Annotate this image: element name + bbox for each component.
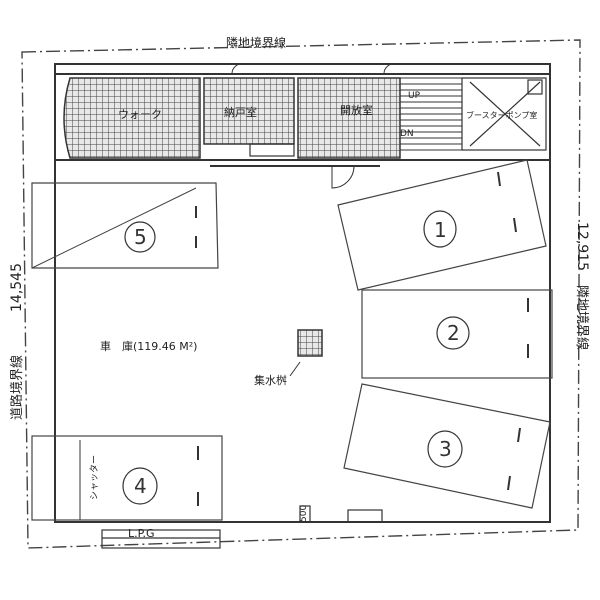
- parking-number-2: 2: [447, 321, 460, 345]
- booster-pump-label: ブースターポンプ室: [466, 110, 537, 120]
- bottom-fixtures: [101, 505, 383, 549]
- left-boundary-label: 道路境界線: [9, 355, 25, 420]
- parking-space-2: [361, 289, 553, 379]
- storage-b-label: 開放室: [340, 103, 373, 117]
- gutter-dimension: 500: [299, 505, 309, 522]
- drain-label: 集水桝: [254, 373, 287, 387]
- storage-a-label: 納戸室: [224, 105, 257, 119]
- left-dimension: 14,545: [9, 263, 25, 312]
- parking-space-1: [337, 159, 547, 291]
- parking-space-4: [31, 435, 223, 521]
- garage-label: 車 庫(119.46 M²): [100, 339, 197, 353]
- lpg-label: L.P.G: [128, 527, 155, 540]
- right-boundary-label: 隣地境界線: [574, 285, 590, 350]
- door-swings: [231, 63, 397, 189]
- stairs: [399, 77, 463, 151]
- shutter-label: シャッター: [89, 455, 100, 500]
- parking-space-3: [343, 383, 551, 509]
- booster-pump-room: [461, 77, 547, 151]
- parking-number-1: 1: [434, 218, 447, 242]
- right-dimension: 12,915: [574, 222, 590, 271]
- parking-space-5: [31, 182, 219, 269]
- service-rooms: [63, 77, 401, 159]
- drain-pit: [289, 329, 323, 377]
- top-boundary-label: 隣地境界線: [226, 35, 286, 50]
- parking-number-4: 4: [134, 474, 147, 498]
- up-label: UP: [408, 91, 421, 101]
- parking-number-3: 3: [439, 437, 452, 461]
- property-boundary: [21, 39, 581, 549]
- parking-number-5: 5: [134, 225, 147, 249]
- walk-in-label: ウォーク: [118, 108, 162, 121]
- dn-label: DN: [400, 129, 414, 139]
